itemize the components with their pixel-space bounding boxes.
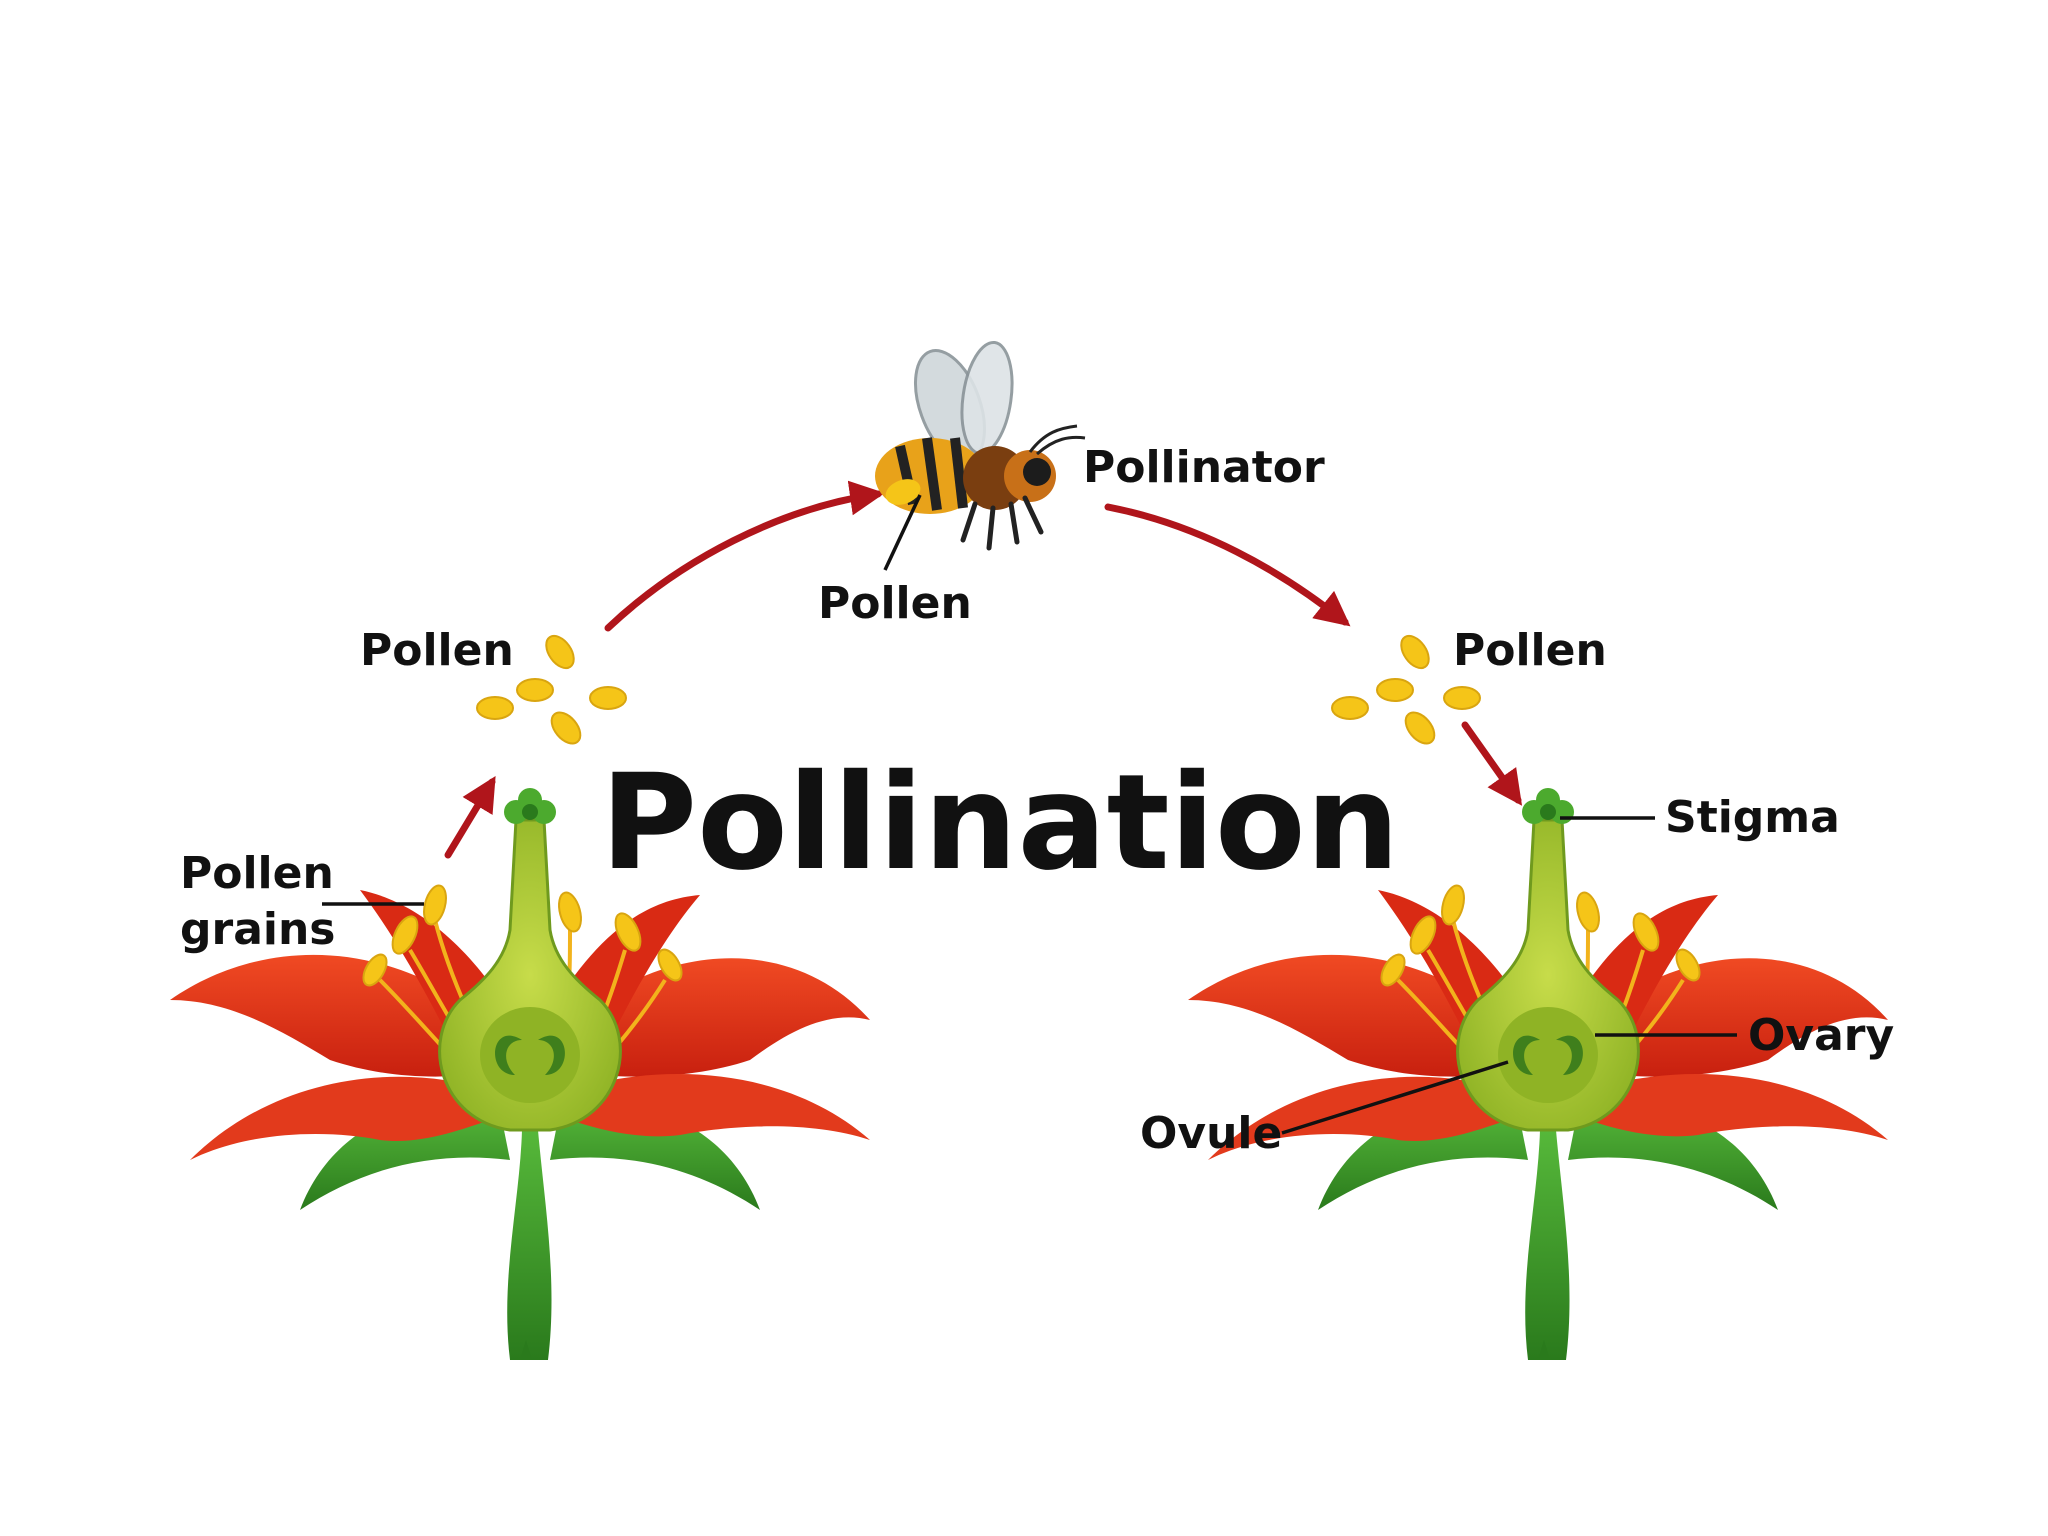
right-pollen-cluster: [1331, 634, 1481, 745]
label-pollen-bee: Pollen: [818, 578, 972, 629]
label-pollen-grains-line1: Pollen: [180, 848, 334, 899]
arrow-anther-to-pollen: [444, 776, 496, 859]
label-pollen-left: Pollen: [360, 625, 514, 676]
label-ovary: Ovary: [1748, 1010, 1894, 1061]
leader-ovule: [1281, 1060, 1509, 1135]
label-pollen-grains-line2: grains: [180, 904, 335, 955]
label-pollinator: Pollinator: [1083, 442, 1325, 493]
flow-arrows: [444, 480, 1523, 859]
label-ovule: Ovule: [1140, 1108, 1282, 1159]
left-pollen-cluster: [476, 634, 627, 745]
label-stigma: Stigma: [1665, 792, 1840, 843]
diagram-title: Pollination: [600, 746, 1399, 900]
label-pollen-right: Pollen: [1453, 625, 1607, 676]
arrow-pollen-to-stigma: [1461, 721, 1523, 806]
leader-pollen-bee: [883, 494, 922, 571]
arrow-bee-to-pollen: [1104, 503, 1351, 627]
leader-lines: [322, 494, 1737, 1135]
arrow-pollen-to-bee: [604, 480, 885, 632]
bee-icon: [875, 340, 1086, 551]
